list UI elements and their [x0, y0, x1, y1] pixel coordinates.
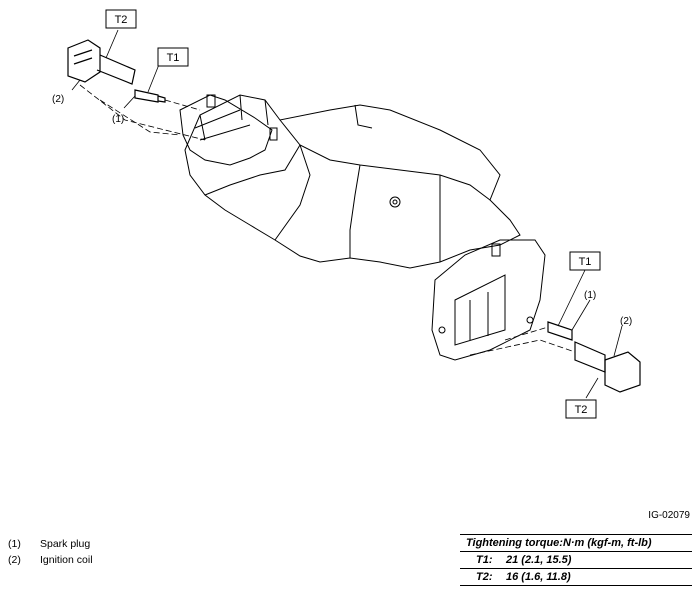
ignition-coil-top	[67, 39, 136, 85]
label-1-top: (1)	[112, 114, 124, 125]
label-2-top: (2)	[52, 94, 64, 105]
figure-id: IG-02079	[648, 510, 690, 521]
torque-table: Tightening torque:N·m (kgf-m, ft-lb) T1:…	[460, 534, 692, 586]
legend-num: (2)	[8, 554, 21, 566]
legend-label: Ignition coil	[40, 554, 93, 566]
engine-diagram: T2 T1 T1 T2 (2) (1) (1) (2)	[52, 9, 641, 419]
legend: (1) Spark plug (2) Ignition coil	[8, 538, 93, 570]
ignition-coil-bottom	[574, 341, 641, 393]
label-2-bottom: (2)	[620, 316, 632, 327]
torque-value: 16 (1.6, 11.8)	[506, 571, 571, 583]
torque-title: Tightening torque:N·m (kgf-m, ft-lb)	[460, 535, 692, 552]
callout-t2-bottom: T2	[575, 404, 588, 416]
callout-t1-top: T1	[167, 52, 180, 64]
spark-plug-top	[134, 89, 166, 103]
torque-value: 21 (2.1, 15.5)	[506, 554, 572, 566]
torque-key: T2:	[476, 571, 493, 583]
torque-row: T2: 16 (1.6, 11.8)	[460, 568, 692, 585]
cylinder-head-left	[179, 94, 273, 166]
callout-t2-top: T2	[115, 14, 128, 26]
cylinder-head-right	[431, 239, 546, 361]
legend-item: (2) Ignition coil	[8, 554, 93, 570]
torque-key: T1:	[476, 554, 493, 566]
label-1-bottom: (1)	[584, 290, 596, 301]
callout-t1-bottom: T1	[579, 256, 592, 268]
legend-item: (1) Spark plug	[8, 538, 93, 554]
engine-block	[184, 94, 521, 269]
spark-plug-bottom	[547, 321, 573, 341]
torque-row: T1: 21 (2.1, 15.5)	[460, 552, 692, 568]
legend-num: (1)	[8, 538, 21, 550]
legend-label: Spark plug	[40, 538, 91, 550]
